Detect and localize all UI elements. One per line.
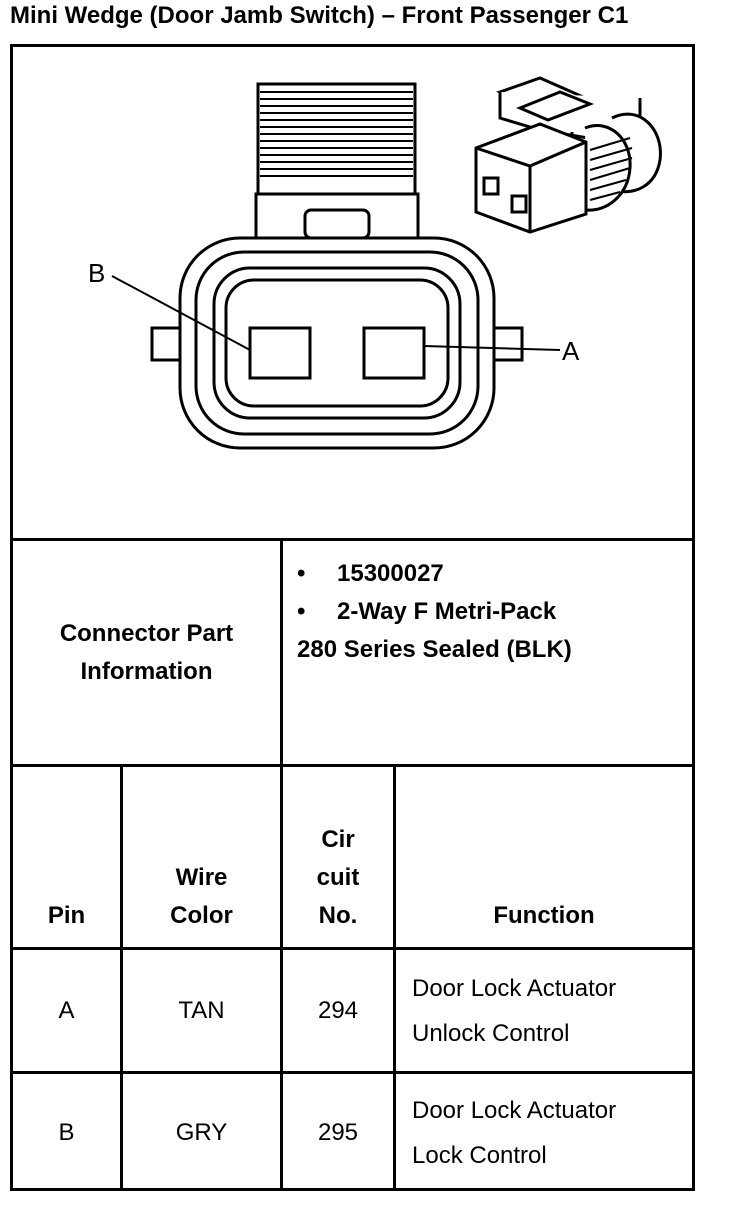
- table-row-a-function: Door Lock Actuator Unlock Control: [412, 950, 692, 1071]
- pin-label-a: A: [562, 336, 580, 366]
- header-wire-line2: Color: [170, 902, 233, 929]
- connector-isometric-image: [474, 76, 662, 234]
- divider: [10, 1071, 695, 1074]
- connector-info-label: Connector Part Information: [13, 541, 280, 764]
- table-row-b-circuit: 295: [317, 1119, 359, 1146]
- connector-type: 2-Way F Metri-Pack: [337, 598, 557, 625]
- header-circuit-no: Cir cuit No.: [283, 767, 393, 947]
- ear-right: [490, 326, 524, 362]
- header-cir-line1: Cir: [321, 826, 355, 853]
- connector-info-label-line2: Information: [80, 657, 213, 685]
- header-cir-line3: No.: [318, 902, 358, 929]
- divider: [120, 764, 123, 1191]
- table-row-a-pin: A: [58, 997, 75, 1024]
- divider: [10, 538, 695, 541]
- divider: [10, 764, 695, 767]
- header-pin-text: Pin: [47, 902, 86, 929]
- table-row-b-function: Door Lock Actuator Lock Control: [412, 1074, 692, 1191]
- divider: [280, 538, 283, 1191]
- row-a-function-line2: Unlock Control: [412, 1019, 570, 1047]
- header-function-text: Function: [493, 902, 595, 929]
- row-b-function-line2: Lock Control: [412, 1141, 547, 1169]
- terminal-a: [362, 326, 426, 380]
- table-row-b-color: GRY: [175, 1119, 228, 1146]
- divider: [10, 947, 695, 950]
- pin-label-b: B: [88, 258, 105, 288]
- connector-series: 280 Series Sealed (BLK): [297, 636, 572, 663]
- ear-left: [150, 326, 184, 362]
- part-number-row: • 15300027: [297, 555, 687, 593]
- header-cir-line2: cuit: [316, 864, 360, 891]
- table-row-b-pin: B: [58, 1119, 75, 1146]
- bullet-icon: •: [297, 560, 306, 587]
- connector-face-diagram: B A: [88, 76, 662, 450]
- divider: [393, 764, 396, 1191]
- connector-info-values: • 15300027 • 2-Way F Metri-Pack 280 Seri…: [297, 555, 687, 669]
- table-row-a-color: TAN: [178, 997, 225, 1024]
- header-wire-line1: Wire: [175, 864, 228, 891]
- bullet-icon: •: [297, 598, 306, 625]
- header-function: Function: [396, 767, 692, 947]
- latch-top: [256, 82, 417, 196]
- header-wire-color: Wire Color: [123, 767, 280, 947]
- row-b-function-line1: Door Lock Actuator: [412, 1096, 617, 1124]
- connector-type-row: • 2-Way F Metri-Pack: [297, 593, 687, 631]
- row-a-function-line1: Door Lock Actuator: [412, 974, 617, 1002]
- connector-frame: [10, 44, 695, 1191]
- latch-tab: [303, 208, 371, 240]
- page-title: Mini Wedge (Door Jamb Switch) – Front Pa…: [10, 2, 629, 29]
- terminal-b: [248, 326, 312, 380]
- header-pin: Pin: [13, 767, 120, 947]
- connector-info-label-line1: Connector Part: [59, 619, 234, 647]
- table-row-a-circuit: 294: [317, 997, 359, 1024]
- leader-a: [423, 345, 561, 351]
- part-number: 15300027: [337, 560, 444, 587]
- leader-b: [111, 275, 251, 351]
